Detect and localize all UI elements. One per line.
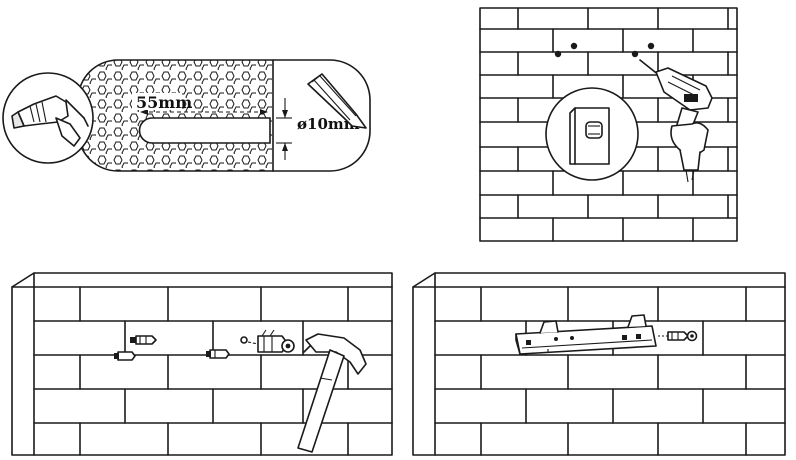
hole-marker [647,42,655,50]
hole-marker [631,50,639,58]
drill-icon [2,72,94,164]
hole-marker [570,42,578,50]
drill-bit-icon [307,73,367,129]
hole-diameter-label: ø10mm [297,115,360,133]
hand-drill-icon [639,59,713,183]
wall-anchor-icon [130,335,157,345]
anchor-insertion [240,329,295,353]
step-drill-hole-spec: 55mm ø10mm [2,59,371,172]
hole-depth-label: 55mm [136,93,192,112]
brick-wall-bottom-right [412,272,786,456]
wall-anchor-icon [114,351,136,361]
step-insert-anchors [11,272,393,456]
wall-bracket-icon [515,314,657,355]
drilled-hole [138,117,271,144]
step-mount-bracket [412,272,786,456]
hole-marker [554,50,562,58]
wall-anchor-icon [206,349,230,359]
hole-zoom-inset [545,87,639,181]
diameter-dimension [276,98,292,160]
step-drill-wall [479,7,738,242]
hole-spec-panel: 55mm ø10mm [77,59,371,172]
hammer-icon [297,333,367,453]
screw-icon [658,330,698,342]
brick-wall-bottom-left [11,272,393,456]
depth-dimension [132,93,268,115]
